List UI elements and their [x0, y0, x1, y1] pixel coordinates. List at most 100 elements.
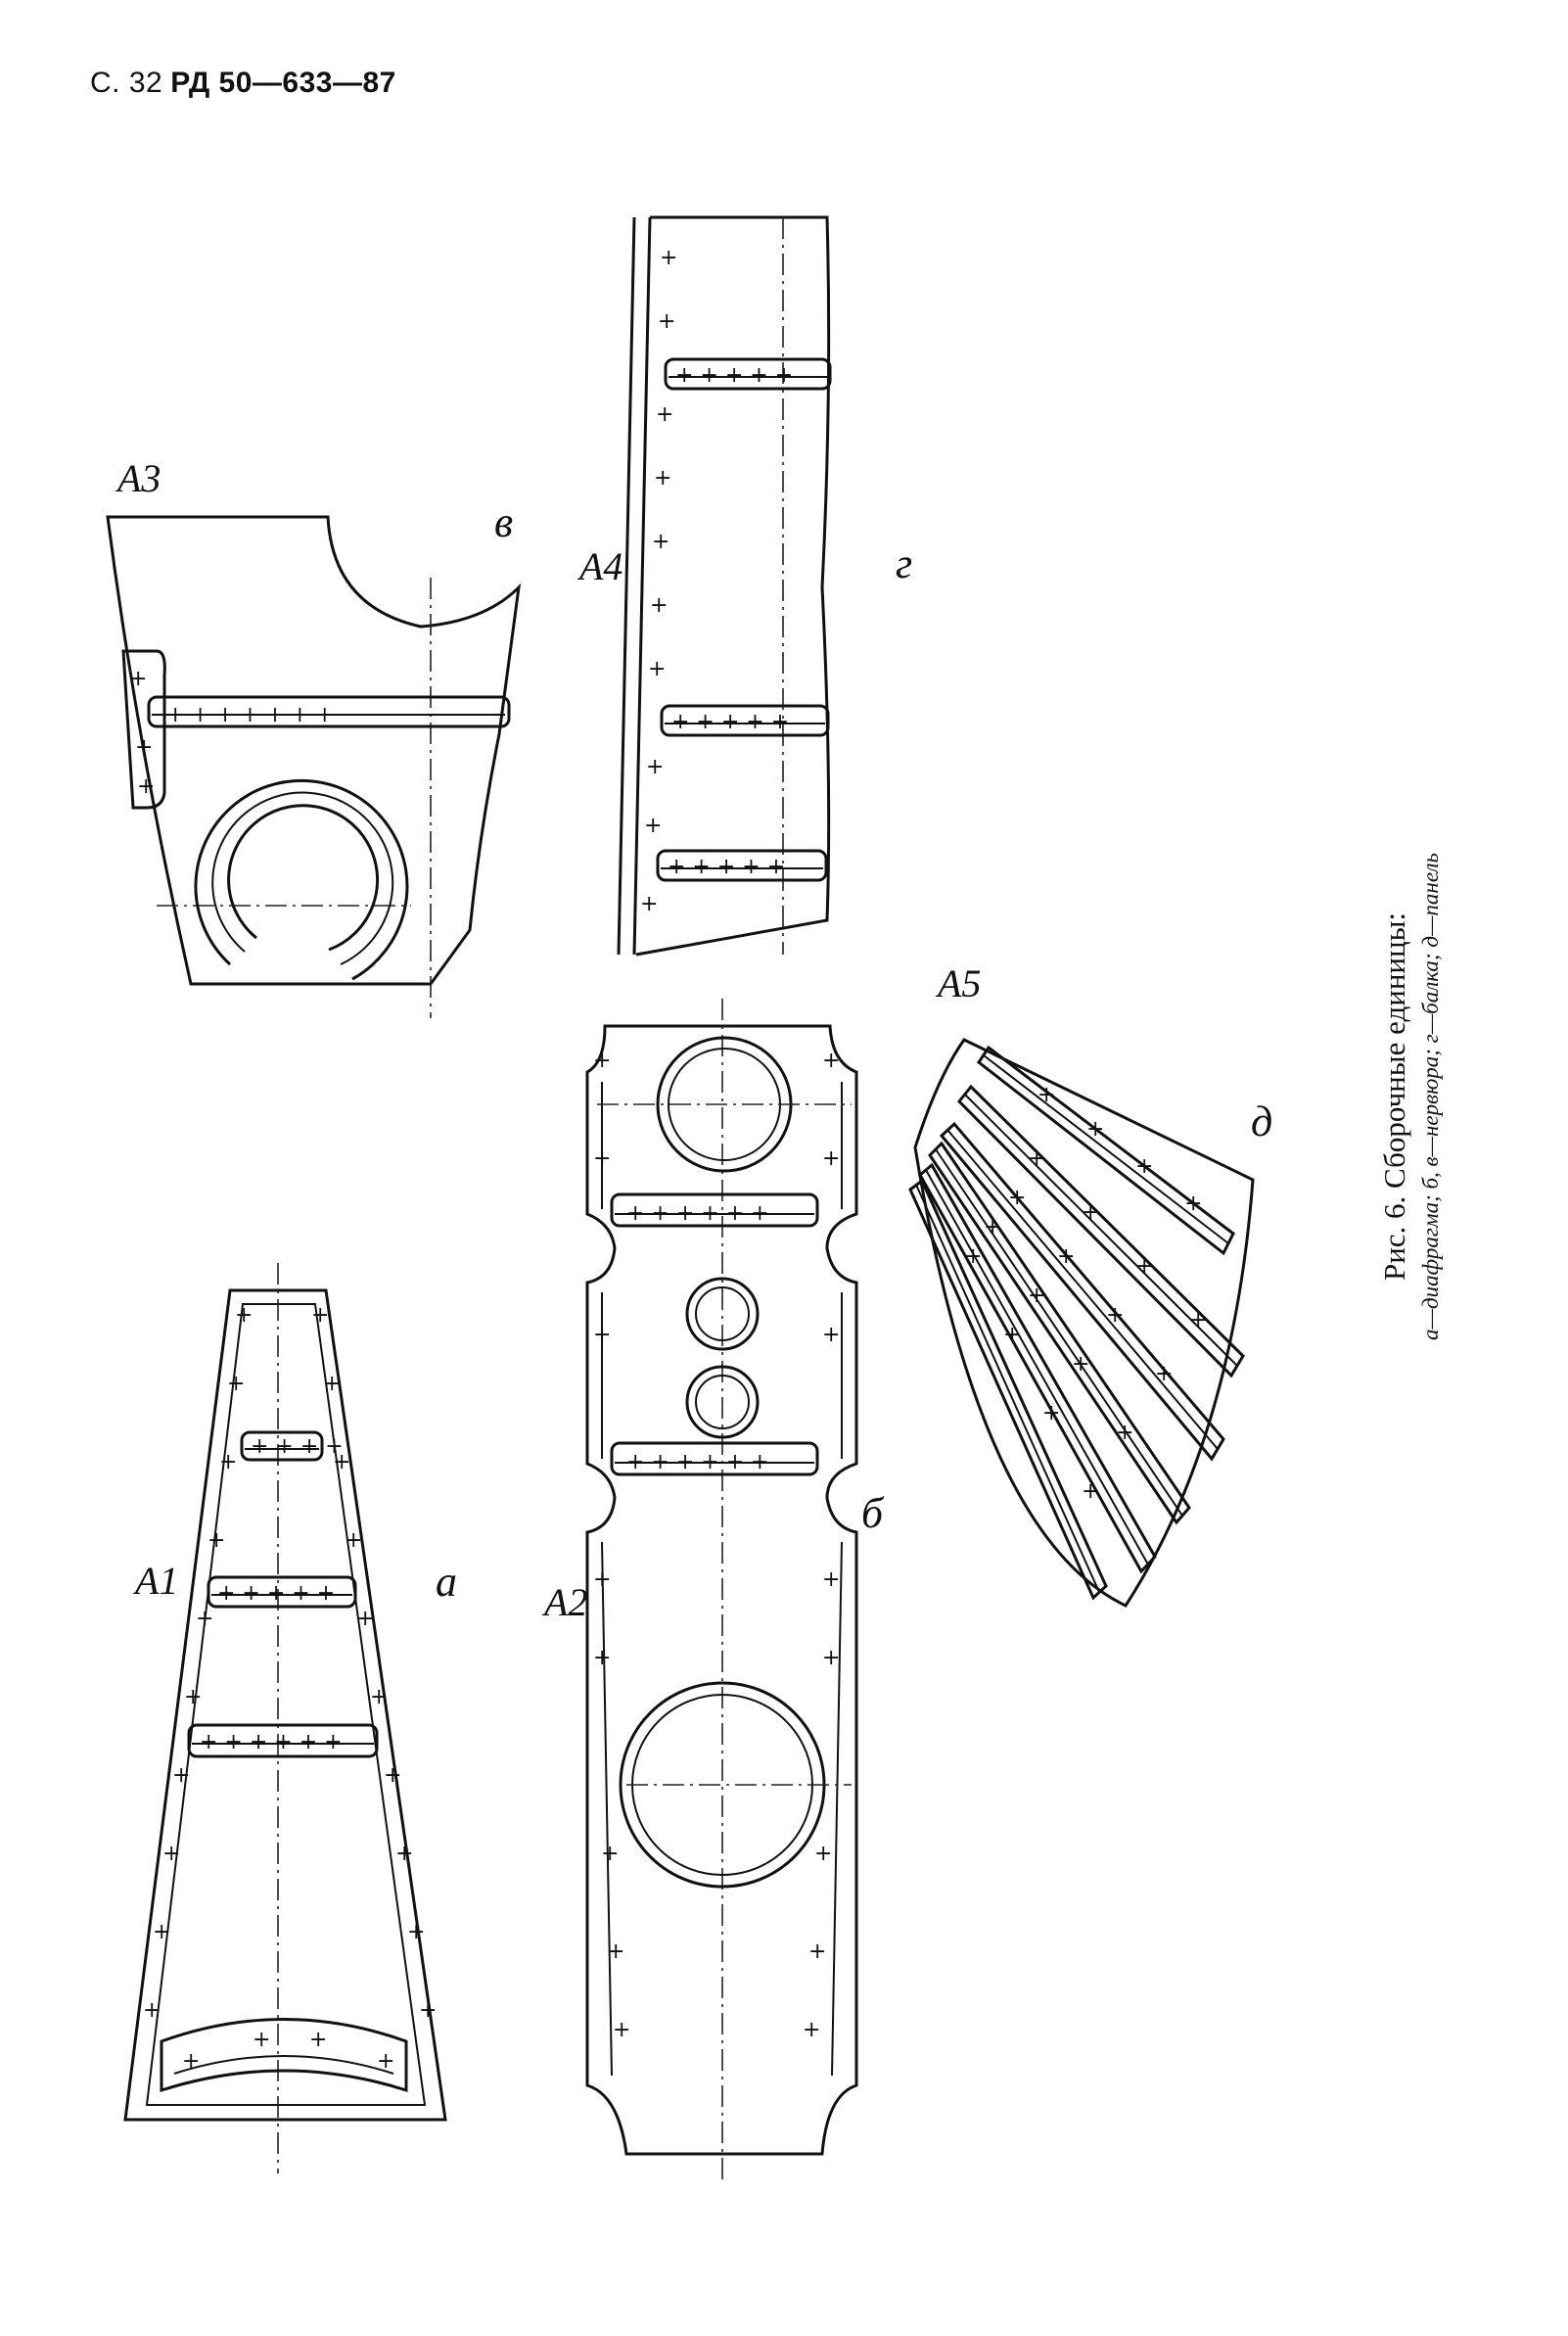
- letter-v: в: [494, 498, 513, 546]
- svg-text:+: +: [182, 2049, 200, 2074]
- svg-text:+: +: [135, 735, 153, 760]
- svg-text:+ + + + +: + + + + +: [675, 363, 793, 388]
- svg-text:+: +: [129, 667, 147, 691]
- svg-text:+: +: [822, 1049, 840, 1073]
- svg-text:+: +: [227, 1372, 245, 1396]
- svg-text:+: +: [822, 1646, 840, 1670]
- svg-text:+: +: [1028, 1284, 1045, 1308]
- svg-text:+: +: [208, 1528, 225, 1553]
- svg-text:+: +: [640, 892, 658, 916]
- svg-text:+: +: [196, 1607, 213, 1631]
- letter-d: д: [1251, 1098, 1272, 1145]
- svg-text:+ + + + + + +: + + + + + + +: [166, 703, 334, 727]
- label-a1: A1: [132, 1559, 178, 1603]
- beam-drawing: + + + + + + + + + + + + + + + + + + + + …: [576, 215, 912, 957]
- svg-text:+ + + + +: + + + + +: [668, 855, 785, 879]
- rib-drawing-v: + + + + + + + + + + A3 в: [106, 456, 522, 1018]
- svg-text:+: +: [964, 1244, 982, 1269]
- svg-text:+: +: [172, 1763, 190, 1788]
- svg-text:+: +: [333, 1450, 350, 1474]
- svg-text:+: +: [1184, 1191, 1202, 1216]
- svg-text:+: +: [1086, 1117, 1104, 1142]
- svg-text:+: +: [384, 1763, 401, 1788]
- svg-text:+: +: [1057, 1244, 1075, 1269]
- rivet-marks-beam: + + + + + + + + + + + + + + + + + + + + …: [640, 246, 793, 916]
- caption-title: Рис. 6. Сборочные единицы:: [1377, 911, 1411, 1282]
- svg-text:+: +: [162, 1842, 180, 1866]
- svg-text:+ + + + + +: + + + + + +: [200, 1730, 343, 1754]
- panel-stringers: [908, 1045, 1245, 1601]
- svg-text:+ + + + +: + + + + +: [217, 1581, 335, 1606]
- svg-text:+: +: [1008, 1186, 1026, 1210]
- svg-text:+: +: [1072, 1352, 1089, 1377]
- svg-text:+: +: [1135, 1154, 1153, 1179]
- letter-g: г: [896, 539, 912, 587]
- svg-text:+: +: [219, 1450, 237, 1474]
- svg-text:+: +: [323, 1372, 341, 1396]
- svg-text:+: +: [1082, 1479, 1099, 1504]
- svg-text:+: +: [1189, 1308, 1207, 1332]
- svg-text:+: +: [345, 1528, 362, 1553]
- svg-text:+: +: [143, 1998, 161, 2023]
- svg-text:+: +: [822, 1567, 840, 1592]
- svg-text:+: +: [648, 657, 666, 681]
- svg-text:+ + + + + +: + + + + + +: [626, 1201, 769, 1226]
- svg-text:+: +: [654, 466, 671, 491]
- svg-text:+: +: [644, 814, 662, 838]
- svg-text:+: +: [311, 1303, 329, 1328]
- svg-text:+: +: [1003, 1323, 1021, 1347]
- svg-text:+ + + +: + + + +: [251, 1434, 344, 1459]
- svg-text:+: +: [253, 2028, 270, 2052]
- svg-text:+: +: [656, 402, 673, 427]
- svg-text:+: +: [1038, 1083, 1055, 1107]
- svg-text:+: +: [803, 2018, 820, 2042]
- svg-text:+: +: [153, 1920, 170, 1944]
- svg-text:+: +: [377, 2049, 394, 2074]
- rivet-marks-rib-b: + + + + + + + + + + + + + + + + + + + + + + +…: [593, 1049, 840, 2042]
- svg-text:+: +: [808, 1939, 826, 1964]
- svg-text:+: +: [650, 593, 668, 618]
- svg-text:+: +: [309, 2028, 327, 2052]
- svg-text:+ + + + + +: + + + + + +: [626, 1450, 769, 1474]
- svg-text:+: +: [814, 1842, 832, 1866]
- svg-text:+: +: [822, 1146, 840, 1171]
- svg-text:+: +: [984, 1215, 1001, 1239]
- svg-text:+: +: [613, 2018, 630, 2042]
- svg-text:+: +: [1106, 1303, 1124, 1328]
- svg-text:+: +: [593, 1567, 611, 1592]
- svg-text:+: +: [593, 1049, 611, 1073]
- svg-text:+: +: [407, 1920, 425, 1944]
- svg-text:+: +: [822, 1323, 840, 1347]
- label-a4: A4: [576, 544, 623, 588]
- diaphragm-drawing: ++ ++ ++ ++ ++ ++ ++ ++ ++ ++ + + + + + …: [123, 1263, 457, 2173]
- document-code: РД 50—633—87: [170, 67, 396, 99]
- svg-text:+: +: [1042, 1401, 1060, 1425]
- svg-text:+: +: [660, 246, 677, 270]
- svg-text:+: +: [370, 1685, 388, 1709]
- svg-text:+: +: [137, 774, 155, 799]
- svg-text:+: +: [593, 1323, 611, 1347]
- svg-text:+: +: [1135, 1254, 1153, 1279]
- svg-text:+: +: [1028, 1146, 1045, 1171]
- svg-text:+: +: [607, 1939, 624, 1964]
- svg-text:+: +: [184, 1685, 202, 1709]
- svg-text:+: +: [1082, 1200, 1099, 1225]
- label-a3: A3: [115, 456, 161, 500]
- svg-text:+: +: [1116, 1421, 1133, 1445]
- rivet-marks-diaphragm: ++ ++ ++ ++ ++ ++ ++ ++ ++ ++ + + + + + …: [143, 1303, 437, 2074]
- svg-text:+ + + + +: + + + + +: [671, 710, 789, 734]
- letter-a: а: [436, 1558, 457, 1606]
- figure-caption: Рис. 6. Сборочные единицы: а—диафрагма; …: [1375, 724, 1448, 1469]
- svg-text:+: +: [356, 1607, 374, 1631]
- rivet-marks-panel: ++++ ++++ ++++ ++++ ++++: [964, 1083, 1207, 1504]
- svg-text:+: +: [419, 1998, 437, 2023]
- svg-text:+: +: [646, 755, 664, 779]
- svg-text:+: +: [658, 309, 675, 334]
- page-number: С. 32: [90, 67, 163, 99]
- panel-drawing: ++++ ++++ ++++ ++++ ++++ A5 д: [908, 961, 1272, 1608]
- caption-legend: а—диафрагма; б, в—нервюра; г—балка; д—па…: [1418, 853, 1443, 1340]
- rib-drawing-b: + + + + + + + + + + + + + + + + + + + + + + +…: [541, 999, 885, 2183]
